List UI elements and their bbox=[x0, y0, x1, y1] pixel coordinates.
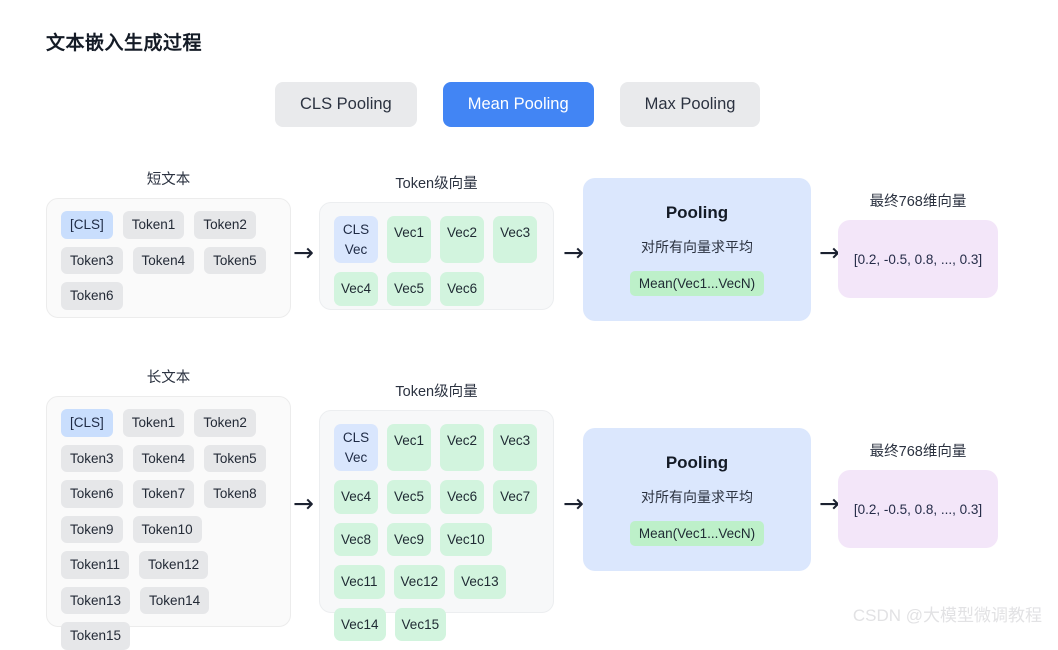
tokens-stage-long: 长文本 [CLS] Token1 Token2 Token3 Token4 To… bbox=[46, 366, 291, 650]
vector-chip-cls[interactable]: CLS Vec bbox=[334, 216, 378, 264]
vector-chip-cls-line2: Vec bbox=[344, 449, 368, 465]
vector-chip[interactable]: Vec4 bbox=[334, 480, 379, 514]
arrow-right-icon: → bbox=[293, 489, 314, 518]
vector-chip[interactable]: Vec1 bbox=[387, 216, 432, 264]
vector-chip[interactable]: Vec1 bbox=[387, 424, 432, 472]
token-chip[interactable]: Token10 bbox=[132, 515, 202, 544]
token-chip[interactable]: Token6 bbox=[61, 480, 123, 508]
vector-chip[interactable]: Vec7 bbox=[493, 480, 538, 514]
pooling-card-long: Pooling 对所有向量求平均 Mean(Vec1...VecN) bbox=[583, 428, 811, 571]
vector-chip[interactable]: Vec3 bbox=[493, 216, 538, 264]
token-chip[interactable]: Token8 bbox=[204, 480, 266, 508]
arrow-right-icon: → bbox=[819, 489, 840, 518]
pooling-stage-short: Pooling 对所有向量求平均 Mean(Vec1...VecN) bbox=[583, 178, 811, 321]
token-chip[interactable]: Token15 bbox=[61, 622, 131, 650]
vector-chip[interactable]: Vec10 bbox=[440, 522, 492, 557]
output-vector-card: [0.2, -0.5, 0.8, ..., 0.3] bbox=[838, 220, 998, 298]
token-chip[interactable]: Token4 bbox=[132, 444, 195, 473]
token-chip[interactable]: Token4 bbox=[132, 246, 195, 275]
token-chip[interactable]: Token2 bbox=[194, 409, 256, 437]
vector-chip[interactable]: Vec5 bbox=[387, 272, 432, 306]
vector-chip[interactable]: Vec2 bbox=[440, 216, 485, 264]
vector-list-long: CLS Vec Vec1 Vec2 Vec3 Vec4 Vec5 Vec6 Ve… bbox=[319, 410, 554, 642]
page-title: 文本嵌入生成过程 bbox=[46, 33, 203, 54]
arrow-right-icon: → bbox=[563, 489, 584, 518]
vectors-stage-label: Token级向量 bbox=[395, 384, 478, 400]
token-list-short: [CLS] Token1 Token2 Token3 Token4 Token5… bbox=[46, 198, 291, 318]
output-stage-label: 最终768维向量 bbox=[869, 444, 967, 460]
tokens-stage-label: 短文本 bbox=[146, 172, 191, 188]
pooling-card-short: Pooling 对所有向量求平均 Mean(Vec1...VecN) bbox=[583, 178, 811, 321]
tab-max-pooling[interactable]: Max Pooling bbox=[619, 82, 761, 127]
pooling-formula-badge: Mean(Vec1...VecN) bbox=[629, 521, 765, 546]
vector-chip[interactable]: Vec12 bbox=[393, 565, 446, 599]
token-chip[interactable]: Token2 bbox=[194, 211, 256, 239]
vector-list-short: CLS Vec Vec1 Vec2 Vec3 Vec4 Vec5 Vec6 bbox=[319, 202, 554, 310]
token-chip[interactable]: Token1 bbox=[122, 211, 185, 239]
token-list-long: [CLS] Token1 Token2 Token3 Token4 Token5… bbox=[46, 396, 291, 650]
token-chip[interactable]: Token12 bbox=[139, 551, 209, 579]
token-chip[interactable]: Token6 bbox=[61, 282, 123, 310]
output-vector-card: [0.2, -0.5, 0.8, ..., 0.3] bbox=[838, 470, 998, 548]
vector-chip-cls-line1: CLS bbox=[342, 430, 370, 445]
vector-chip-cls[interactable]: CLS Vec bbox=[334, 424, 378, 472]
output-stage-short: 最终768维向量 [0.2, -0.5, 0.8, ..., 0.3] bbox=[838, 190, 998, 298]
output-stage-long: 最终768维向量 [0.2, -0.5, 0.8, ..., 0.3] bbox=[838, 440, 998, 548]
token-chip[interactable]: Token13 bbox=[61, 586, 131, 615]
arrow-right-icon: → bbox=[563, 238, 584, 267]
watermark: CSDN @大模型微调教程 bbox=[852, 606, 1042, 625]
vectors-stage-short: Token级向量 CLS Vec Vec1 Vec2 Vec3 Vec4 Vec… bbox=[319, 172, 554, 310]
vector-chip[interactable]: Vec5 bbox=[387, 480, 432, 514]
vector-chip[interactable]: Vec15 bbox=[394, 607, 447, 642]
token-chip[interactable]: Token3 bbox=[61, 246, 123, 275]
vectors-stage-long: Token级向量 CLS Vec Vec1 Vec2 Vec3 Vec4 Vec… bbox=[319, 380, 554, 642]
arrow-right-icon: → bbox=[293, 238, 314, 267]
vector-chip-cls-line2: Vec bbox=[344, 241, 368, 257]
tab-cls-pooling[interactable]: CLS Pooling bbox=[275, 82, 417, 127]
vectors-stage-label: Token级向量 bbox=[395, 176, 478, 192]
output-stage-label: 最终768维向量 bbox=[869, 194, 967, 210]
vector-chip[interactable]: Vec6 bbox=[440, 480, 485, 514]
vector-chip[interactable]: Vec3 bbox=[493, 424, 538, 472]
pooling-description: 对所有向量求平均 bbox=[641, 489, 753, 505]
vector-chip[interactable]: Vec6 bbox=[440, 272, 485, 306]
token-chip-cls[interactable]: [CLS] bbox=[61, 211, 113, 239]
token-chip[interactable]: Token5 bbox=[204, 246, 266, 275]
token-chip[interactable]: Token5 bbox=[204, 444, 266, 473]
tokens-stage-short: 短文本 [CLS] Token1 Token2 Token3 Token4 To… bbox=[46, 168, 291, 318]
arrow-right-icon: → bbox=[819, 238, 840, 267]
token-chip[interactable]: Token1 bbox=[122, 409, 185, 437]
token-chip[interactable]: Token7 bbox=[132, 480, 195, 508]
token-chip[interactable]: Token9 bbox=[61, 515, 123, 544]
token-chip[interactable]: Token11 bbox=[61, 551, 130, 579]
token-chip[interactable]: Token14 bbox=[140, 586, 210, 615]
vector-chip[interactable]: Vec2 bbox=[440, 424, 485, 472]
tokens-stage-label: 长文本 bbox=[146, 370, 191, 386]
token-chip[interactable]: Token3 bbox=[61, 444, 123, 473]
vector-chip[interactable]: Vec13 bbox=[454, 565, 506, 599]
pooling-mode-tabs: CLS Pooling Mean Pooling Max Pooling bbox=[275, 82, 761, 127]
vector-chip[interactable]: Vec11 bbox=[334, 565, 385, 599]
token-chip-cls[interactable]: [CLS] bbox=[61, 409, 113, 437]
pooling-description: 对所有向量求平均 bbox=[641, 239, 753, 255]
vector-chip[interactable]: Vec14 bbox=[334, 607, 386, 642]
vector-chip[interactable]: Vec9 bbox=[387, 522, 432, 557]
pooling-title: Pooling bbox=[665, 203, 729, 222]
pooling-title: Pooling bbox=[665, 453, 729, 472]
vector-chip[interactable]: Vec8 bbox=[334, 522, 379, 557]
vector-chip[interactable]: Vec4 bbox=[334, 272, 379, 306]
pooling-formula-badge: Mean(Vec1...VecN) bbox=[629, 271, 765, 296]
tab-mean-pooling[interactable]: Mean Pooling bbox=[442, 82, 594, 127]
pooling-stage-long: Pooling 对所有向量求平均 Mean(Vec1...VecN) bbox=[583, 428, 811, 571]
vector-chip-cls-line1: CLS bbox=[342, 222, 370, 237]
